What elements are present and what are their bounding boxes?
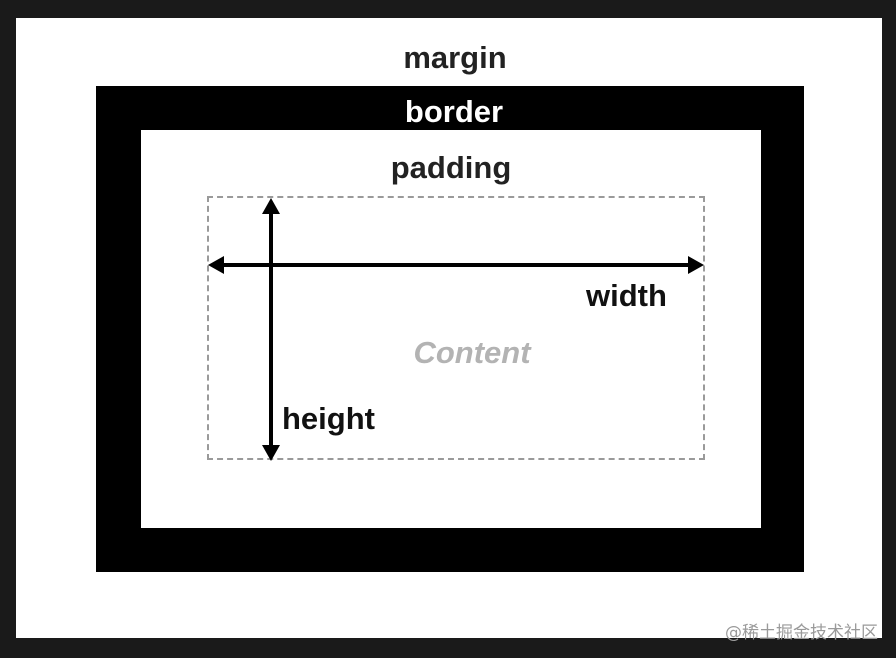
content-area	[207, 196, 705, 460]
padding-label: padding	[390, 150, 512, 185]
border-label: border	[404, 94, 504, 129]
watermark-text: @稀土掘金技术社区	[725, 623, 878, 643]
width-label: width	[586, 278, 667, 313]
margin-label: margin	[403, 40, 507, 75]
width-arrow	[208, 256, 704, 274]
height-arrow	[262, 198, 280, 461]
content-label: Content	[413, 335, 531, 370]
height-label: height	[282, 401, 375, 436]
